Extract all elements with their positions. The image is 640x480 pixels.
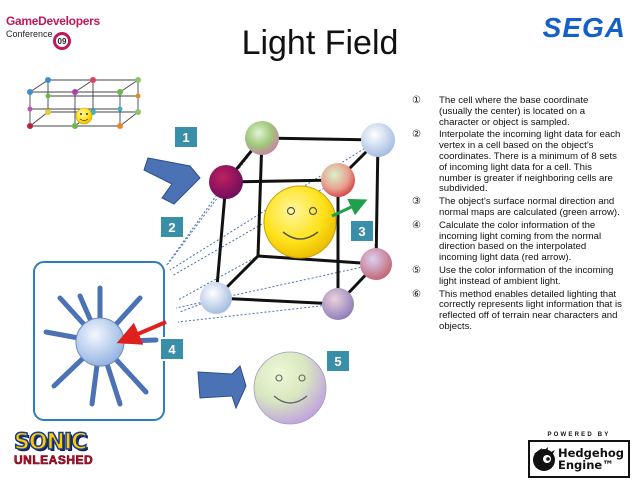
lit-smiley-result <box>253 351 327 425</box>
normal-arrow-icon <box>331 198 368 218</box>
step-text: This method enables detailed lighting th… <box>439 288 622 332</box>
step-number: ③ <box>412 196 421 208</box>
sega-logo: SEGA <box>542 12 626 43</box>
hedgehog-engine-logo: POWERED BY Hedgehog Engine™ <box>528 432 630 478</box>
arrow-1-icon <box>143 157 201 205</box>
step-item: ② Interpolate the incoming light data for… <box>412 130 624 195</box>
vertex-sphere <box>360 248 392 280</box>
smiley-object <box>263 185 337 259</box>
step-text: The object’s surface normal direction an… <box>439 196 620 218</box>
sonic-logo-title: SONIC <box>13 430 88 455</box>
steps-list: ① The cell where the base coordinate (usu… <box>412 95 624 335</box>
hedgehog-mark-icon <box>533 447 555 471</box>
step-number: ④ <box>412 219 421 231</box>
thumbnail-smiley <box>75 107 93 125</box>
callout-4-label: 4 <box>168 342 176 357</box>
step-item: ④ Calculate the color information of the … <box>412 219 624 264</box>
sonic-logo-subtitle: UNLEASHED <box>14 453 94 467</box>
engine-name-line2: Engine™ <box>558 458 614 472</box>
incoming-light-sphere <box>75 317 125 367</box>
callout-2-box <box>159 215 185 239</box>
thumbnail-lattice <box>22 77 152 140</box>
step-text: The cell where the base coordinate (usua… <box>439 95 589 128</box>
step-item: ③ The object’s surface normal direction a… <box>412 196 624 219</box>
step-text: Interpolate the incoming light data for … <box>439 129 621 195</box>
step-item: ① The cell where the base coordinate (usu… <box>412 95 624 128</box>
callout-5-label: 5 <box>334 354 341 369</box>
engine-name-line1: Hedgehog <box>558 446 625 460</box>
vertex-sphere <box>321 163 355 197</box>
step-number: ② <box>412 129 421 141</box>
sonic-unleashed-logo: SONIC UNLEASHED <box>13 430 94 467</box>
arrow-5-icon <box>197 365 247 410</box>
callout-5-box <box>325 349 351 373</box>
powered-by-text: POWERED BY <box>547 432 611 438</box>
gdc-year-badge: 09 <box>53 32 71 50</box>
vertex-sphere <box>200 282 232 314</box>
callout-3-label: 3 <box>358 224 365 239</box>
hedgehog-engine-badge: Hedgehog Engine™ <box>528 440 630 478</box>
callout-2-label: 2 <box>168 220 175 235</box>
light-direction-arrow-icon <box>116 320 167 345</box>
callout-3-box <box>349 219 375 243</box>
gdc-logo-subtitle: Conference <box>6 29 53 39</box>
step-number: ① <box>412 95 421 106</box>
step-item: ⑥ This method enables detailed lighting t… <box>412 288 624 333</box>
gdc-logo-title: GameDevelopers <box>6 14 100 28</box>
slide-title: Light Field <box>241 24 399 62</box>
step-text: Use the color information of the incomin… <box>439 264 614 287</box>
callout-4-box <box>159 337 185 361</box>
callout-1-label: 1 <box>182 130 189 145</box>
callout-1-box <box>173 125 199 149</box>
step-number: ⑤ <box>412 264 421 276</box>
step-text: Calculate the color information of the i… <box>439 219 602 264</box>
vertex-sphere <box>245 121 279 155</box>
vertex-sphere <box>322 288 354 320</box>
step-item: ⑤ Use the color information of the incomi… <box>412 264 624 288</box>
vertex-sphere <box>209 165 243 199</box>
vertex-sphere <box>361 123 395 157</box>
step-number: ⑥ <box>412 288 421 300</box>
